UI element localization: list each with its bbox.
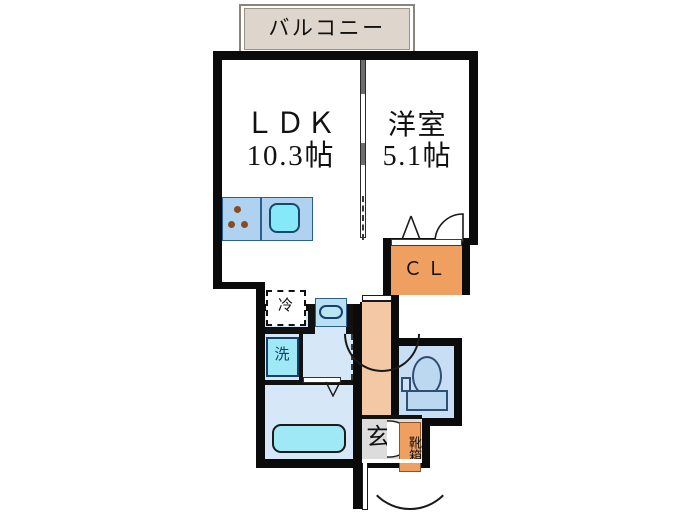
wall-entrance-jamb: [353, 459, 362, 509]
wall-toilet-top: [391, 338, 462, 346]
room-washitsu: [366, 60, 469, 238]
room-washitsu-name: 洋室: [387, 110, 448, 141]
room-closet-label: ＣＬ: [403, 259, 450, 280]
wall-lower-bottom: [256, 459, 362, 468]
room-closet: [391, 245, 462, 295]
bath-door-threshold[interactable]: [303, 377, 341, 383]
room-hall: [362, 311, 391, 418]
wall-ldk-jog-vertical: [256, 280, 265, 310]
kitchen-stove-panel: [222, 197, 261, 241]
room-ldk-label: ＬＤＫ 10.3帖: [222, 108, 360, 173]
wall-left-upper: [213, 51, 222, 288]
wall-closet-left: [383, 237, 391, 295]
hall-upper-door-leaf[interactable]: [362, 295, 392, 301]
stove-burner-top: [234, 206, 241, 213]
room-balcony-label: バルコニー: [268, 16, 386, 40]
room-washitsu-label: 洋室 5.1帖: [366, 110, 469, 173]
refrigerator-space: [266, 290, 306, 326]
wall-hall-left: [353, 302, 362, 468]
washbasin-bowl: [319, 305, 343, 319]
wall-top: [213, 51, 478, 60]
washing-machine-space[interactable]: [266, 337, 299, 377]
refrigerator-label: 冷: [278, 298, 294, 314]
wall-right-upper: [469, 51, 478, 245]
entrance-door-threshold: [362, 459, 422, 463]
entrance-door-swing-arc: [362, 414, 458, 510]
washing-machine-label: 洗: [274, 347, 291, 363]
toilet-tank: [406, 390, 448, 411]
wall-washer-right: [299, 334, 303, 380]
wall-toilet-left: [391, 345, 399, 425]
sliding-door-track-top: [361, 60, 365, 94]
wall-lower-left: [256, 302, 265, 468]
closet-door-threshold: [391, 239, 462, 246]
stove-burner-left: [228, 221, 235, 228]
wall-fridge-right: [308, 304, 315, 334]
closet-fold-door-left-icon: [398, 215, 424, 243]
room-ldk-size: 10.3帖: [246, 140, 336, 173]
room-ldk-name: ＬＤＫ: [244, 108, 338, 140]
stove-burner-right: [241, 221, 248, 228]
sliding-door-track-mid: [361, 143, 365, 165]
wall-ldk-bottom-left: [213, 280, 265, 289]
room-washitsu-size: 5.1帖: [382, 141, 453, 173]
wall-hall-right-upper: [391, 295, 399, 351]
kitchen-sink-basin: [269, 203, 300, 233]
wall-washbasin-right: [346, 304, 353, 334]
wall-closet-right: [462, 237, 470, 295]
wall-ldk-bottom-right: [256, 302, 358, 311]
room-ldk: [222, 60, 360, 282]
sliding-door-dash-guide: [362, 196, 364, 240]
washroom-door-dash: [351, 334, 353, 380]
bath-door-swing-icon: [325, 381, 341, 397]
toilet-paper-holder: [401, 377, 411, 392]
wall-washroom-top: [265, 327, 315, 334]
wall-toilet-right: [454, 338, 462, 426]
bathtub: [272, 424, 346, 453]
room-balcony: [244, 8, 410, 50]
